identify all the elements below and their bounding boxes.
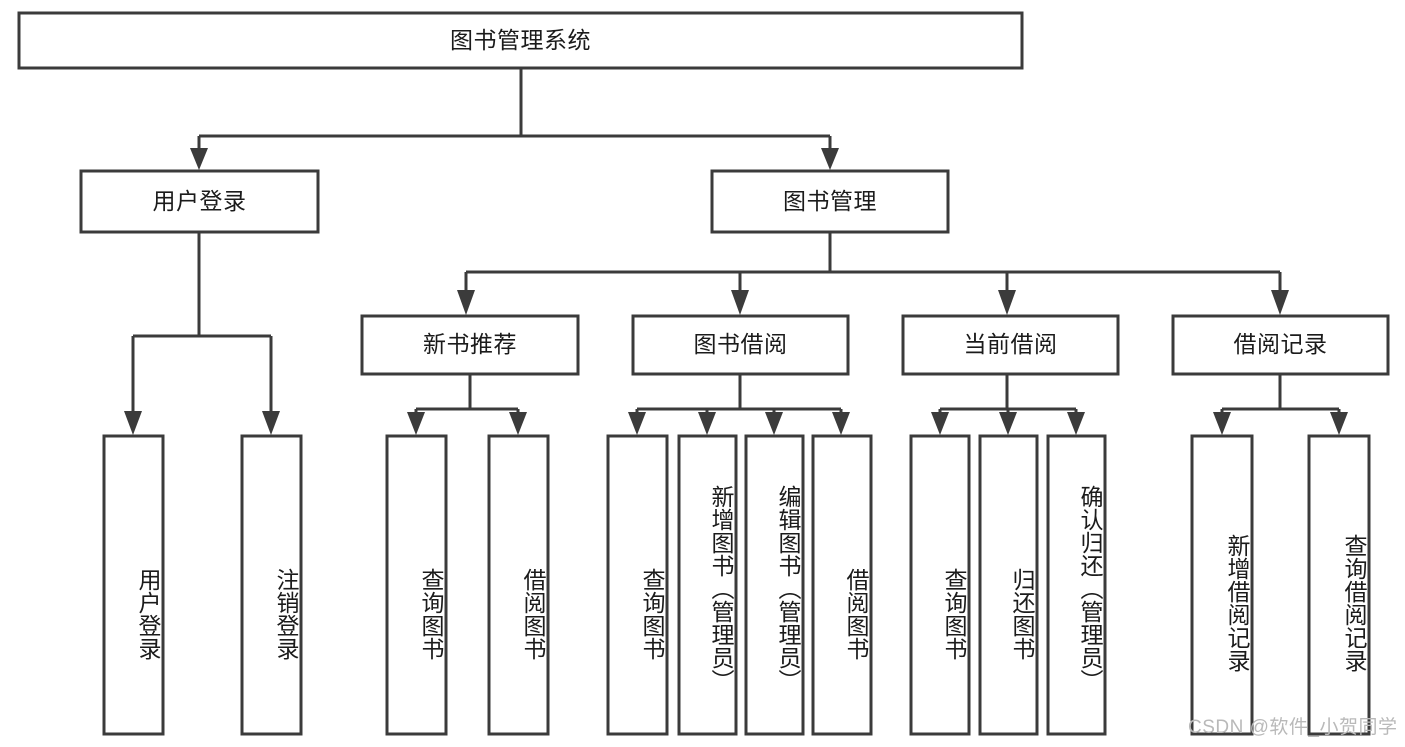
node-box-borrow-record[interactable] [1171, 314, 1390, 376]
arrow-head-book-management [821, 148, 839, 170]
node-box-leaf-query-book-3[interactable] [909, 434, 971, 736]
arrow-head-leaf-return-book [999, 412, 1017, 435]
node-box-leaf-query-record[interactable] [1307, 434, 1371, 736]
node-box-leaf-user-logout[interactable] [240, 434, 303, 736]
arrow-head-new-book-recommend [457, 290, 475, 315]
arrow-head-leaf-user-login [124, 411, 142, 435]
arrow-head-leaf-edit-book [765, 412, 783, 435]
arrow-head-leaf-add-record [1213, 412, 1231, 435]
arrow-head-current-borrow [998, 290, 1016, 315]
node-box-new-book-recommend[interactable] [360, 314, 580, 376]
node-box-leaf-add-record[interactable] [1190, 434, 1254, 736]
node-box-leaf-query-book-1[interactable] [385, 434, 448, 736]
node-box-current-borrow[interactable] [901, 314, 1120, 376]
node-box-leaf-edit-book[interactable] [744, 434, 805, 736]
arrow-head-borrow-record [1271, 290, 1289, 315]
node-box-leaf-borrow-book-2[interactable] [811, 434, 873, 736]
arrow-head-leaf-query-book-1 [407, 412, 425, 435]
node-box-leaf-query-book-2[interactable] [606, 434, 669, 736]
node-box-leaf-confirm-return[interactable] [1046, 434, 1107, 736]
node-box-leaf-borrow-book-1[interactable] [487, 434, 550, 736]
arrow-head-leaf-query-record [1330, 412, 1348, 435]
arrow-head-leaf-confirm-return [1067, 412, 1085, 435]
node-box-user-login[interactable] [79, 169, 320, 234]
arrow-head-leaf-query-book-3 [931, 412, 949, 435]
node-box-book-management[interactable] [710, 169, 950, 234]
arrow-head-leaf-borrow-book-1 [509, 412, 527, 435]
arrow-head-leaf-borrow-book-2 [832, 412, 850, 435]
node-box-leaf-return-book[interactable] [978, 434, 1039, 736]
arrow-head-leaf-user-logout [262, 411, 280, 435]
arrow-head-user-login [190, 148, 208, 170]
node-box-leaf-user-login[interactable] [102, 434, 165, 736]
arrow-head-leaf-query-book-2 [628, 412, 646, 435]
node-box-title[interactable] [17, 11, 1024, 70]
arrow-head-book-borrow [731, 290, 749, 315]
node-box-leaf-add-book[interactable] [677, 434, 738, 736]
node-box-book-borrow[interactable] [631, 314, 850, 376]
arrow-head-leaf-add-book [698, 412, 716, 435]
